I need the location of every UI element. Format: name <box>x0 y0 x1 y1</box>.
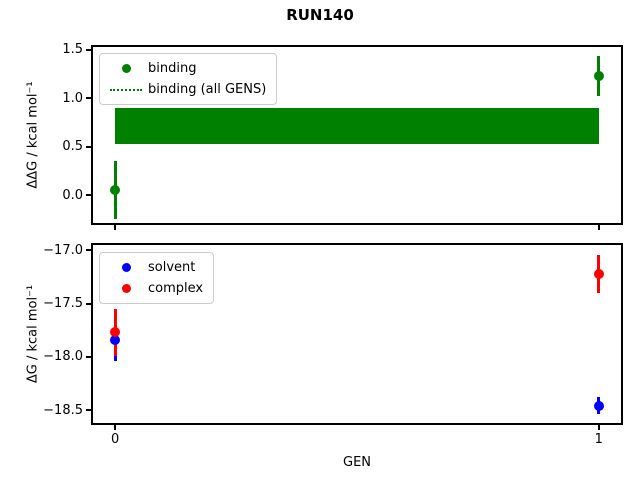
binding-point <box>110 185 121 196</box>
legend-binding: binding binding (all GENS) <box>99 53 278 105</box>
y-tick <box>86 48 91 51</box>
binding-dot-icon <box>104 64 148 73</box>
band-binding-all-gens- <box>115 107 599 144</box>
y-tick <box>86 355 91 358</box>
y-tick <box>86 194 91 196</box>
solvent-point <box>593 400 604 411</box>
x-axis-label: GEN <box>342 455 372 470</box>
y-tick <box>86 249 91 252</box>
x-tick <box>114 425 117 430</box>
axes-1 <box>91 243 623 425</box>
legend-item-solvent: solvent <box>104 257 203 278</box>
y-tick <box>86 302 91 305</box>
solvent-point <box>110 334 121 345</box>
figure-title: RUN140 <box>286 6 354 24</box>
y-tick <box>86 409 91 412</box>
legend-label: binding (all GENS) <box>148 82 267 97</box>
y-tick <box>86 145 91 148</box>
solvent-dot-icon <box>104 263 148 272</box>
x-tick <box>597 225 600 230</box>
complex-dot-icon <box>104 284 148 293</box>
x-tick-label: 0 <box>111 432 120 447</box>
axes-0 <box>91 45 623 225</box>
legend-item-binding: binding <box>104 58 266 79</box>
y-tick-label: −18.5 <box>43 402 83 418</box>
dotted-line-icon <box>104 88 148 91</box>
y-tick-label: 0.5 <box>62 139 83 155</box>
legend-item-binding-all-gens: binding (all GENS) <box>104 79 266 100</box>
legend-item-complex: complex <box>104 278 203 299</box>
y-tick-label: −17.5 <box>43 296 83 312</box>
y-tick-label: 0.0 <box>62 187 83 203</box>
x-tick-label: 1 <box>594 432 603 447</box>
legend-label: complex <box>148 281 204 296</box>
complex-point <box>110 327 121 338</box>
binding-point <box>593 70 604 81</box>
legend-dg: solvent complex <box>99 252 215 304</box>
complex-point <box>593 268 604 279</box>
legend-label: binding <box>148 61 197 76</box>
y-tick <box>86 97 91 100</box>
x-tick <box>114 225 117 230</box>
y-tick-label: −17.0 <box>43 242 83 258</box>
legend-label: solvent <box>148 260 196 275</box>
y-tick-label: 1.5 <box>62 42 83 58</box>
x-tick <box>597 425 600 430</box>
y-tick-label: 1.0 <box>62 90 83 106</box>
y-tick-label: −18.0 <box>43 349 83 365</box>
